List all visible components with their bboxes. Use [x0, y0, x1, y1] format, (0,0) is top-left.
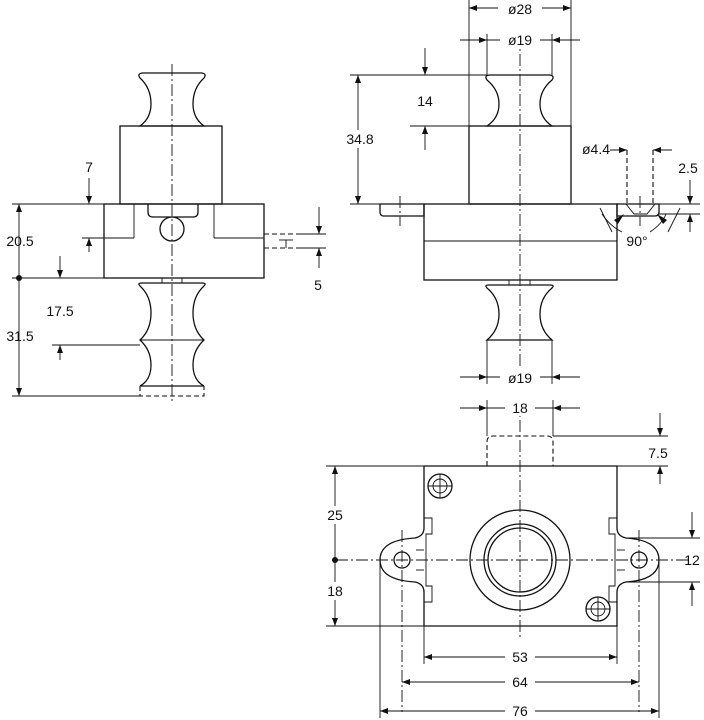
left-side-view: 7 20.5 31.5 17.5 5: [6, 64, 326, 402]
dim-7: 7: [85, 159, 93, 175]
dim-53: 53: [512, 649, 528, 665]
dim-76: 76: [512, 703, 528, 719]
left-base-block: [103, 203, 265, 279]
left-top-spool: [138, 72, 206, 127]
dim-25: 25: [327, 507, 343, 523]
dim-18-side: 18: [327, 583, 343, 599]
right-top-spool: [484, 74, 555, 127]
dim-18-top: 18: [512, 400, 528, 416]
dim-12: 12: [684, 552, 700, 568]
left-latch-pin: [147, 204, 199, 218]
dim-17-5: 17.5: [46, 303, 73, 319]
dim-20-5: 20.5: [6, 233, 33, 249]
left-bottom-spool: [138, 282, 206, 387]
front-body-outline: [379, 465, 660, 627]
dim-dia-19-top: ø19: [508, 32, 532, 48]
dim-31-5: 31.5: [6, 328, 33, 344]
dim-64: 64: [512, 674, 528, 690]
right-side-view: ø28 ø19 14 34.8 ø4.4: [338, 0, 700, 386]
left-upper-housing: [119, 125, 223, 205]
right-base-block: [423, 203, 618, 281]
dim-dia-28: ø28: [508, 1, 532, 17]
dim-5: 5: [314, 277, 322, 293]
right-flange: [379, 203, 425, 217]
dim-34-8: 34.8: [346, 131, 373, 147]
dim-dia-19-bottom: ø19: [508, 370, 532, 386]
dim-14: 14: [417, 93, 433, 109]
right-bottom-spool: [485, 284, 554, 341]
dim-dia-4-4: ø4.4: [582, 141, 610, 157]
dim-7-5: 7.5: [648, 445, 668, 461]
dim-2-5: 2.5: [678, 160, 698, 176]
dim-angle-90: 90°: [626, 233, 647, 249]
front-view: 18 7.5 25 18 12 53: [322, 400, 700, 719]
